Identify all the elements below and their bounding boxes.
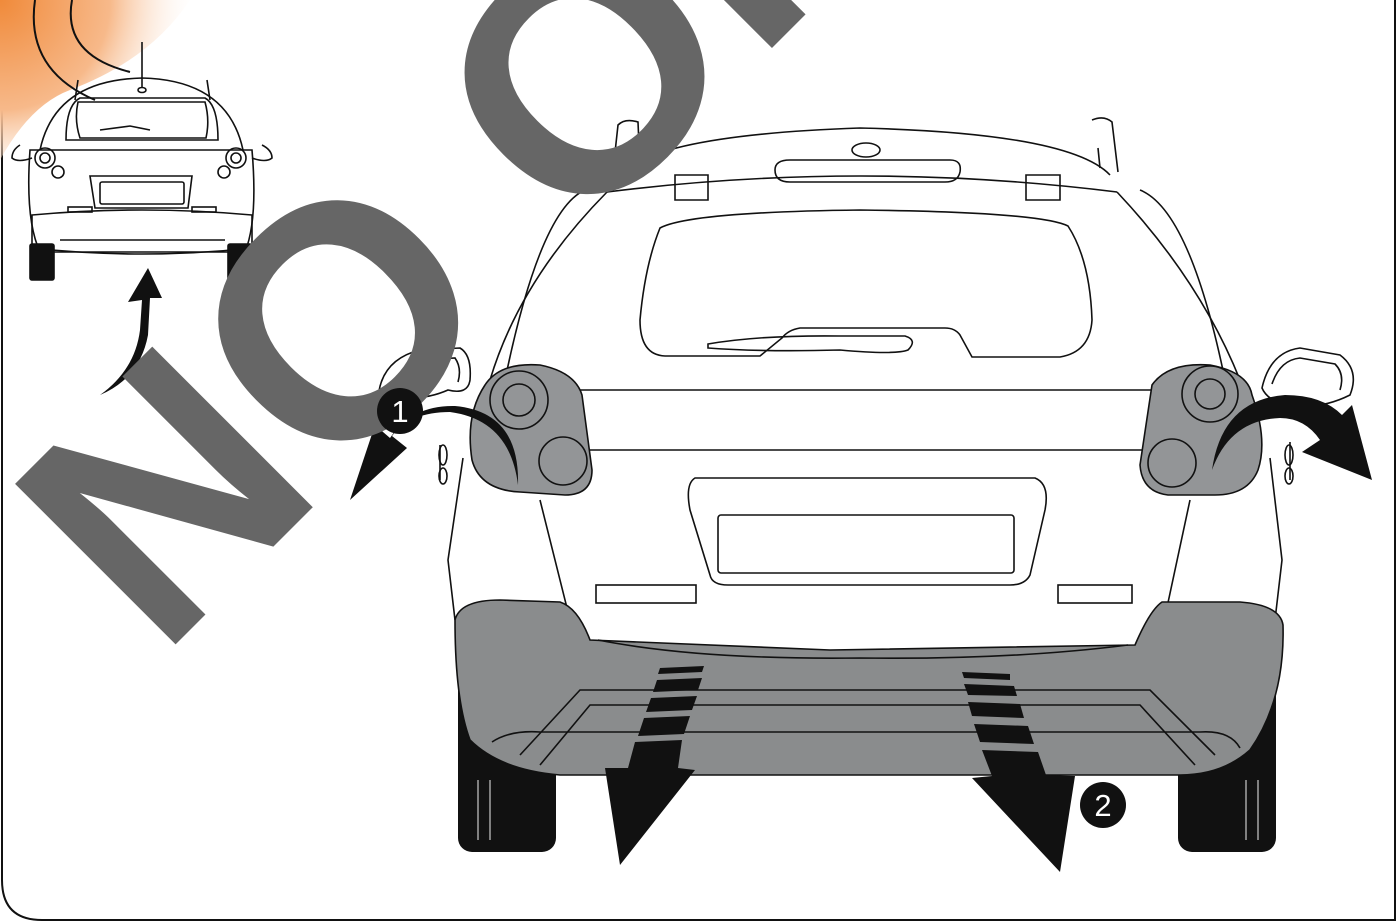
step-number-1: 1 <box>391 394 408 429</box>
right-tail-lamp <box>1140 365 1262 495</box>
rear-bumper <box>455 600 1283 775</box>
step-marker-2: 2 <box>1080 782 1126 828</box>
step-marker-1: 1 <box>377 388 423 434</box>
step-number-2: 2 <box>1094 788 1111 823</box>
